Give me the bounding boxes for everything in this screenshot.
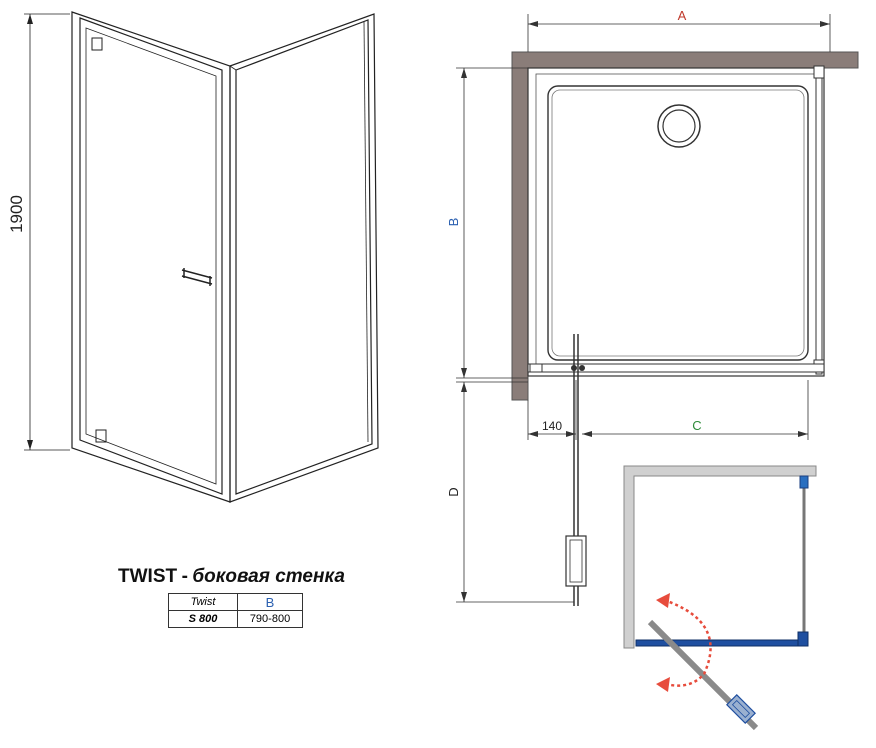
dimension-b-label: B (446, 218, 461, 227)
dimension-c (582, 380, 809, 440)
side-wall (229, 13, 379, 503)
title-separator: - (181, 566, 188, 587)
swing-schematic (623, 465, 817, 731)
dimension-a-label: A (678, 8, 687, 23)
schematic-wall (623, 465, 817, 649)
spec-table: Twist B S 800 790-800 (168, 593, 303, 628)
dimension-a (527, 14, 831, 52)
door-frame (71, 11, 231, 503)
drain-icon (657, 104, 701, 148)
product-name: TWIST (118, 566, 178, 587)
height-label: 1900 (7, 195, 26, 233)
top-hinge (91, 37, 103, 51)
bottom-hinge (95, 429, 107, 443)
swing-arrow-icon (656, 593, 712, 692)
side-profile-icon (799, 475, 809, 489)
dimension-b (456, 67, 528, 379)
table-header-model: Twist (168, 593, 238, 611)
dimension-140 (527, 380, 577, 440)
dimension-c-label: C (692, 418, 701, 433)
table-row: S 800 790-800 (168, 610, 303, 628)
dimension-d (456, 381, 574, 603)
table-header-row: Twist B (168, 593, 303, 611)
closed-door-panel (635, 639, 809, 647)
dimension-d-label: D (446, 487, 461, 496)
product-title: TWIST - боковая стенка (118, 566, 345, 588)
table-cell-range: 790-800 (237, 610, 303, 628)
door-handle[interactable] (181, 268, 213, 286)
table-header-b: B (237, 593, 303, 611)
dimension-140-label: 140 (542, 419, 562, 433)
height-dimension (24, 13, 70, 451)
product-subtitle: боковая стенка (192, 566, 345, 587)
swung-door-panel (647, 619, 759, 731)
table-cell-model: S 800 (168, 610, 238, 628)
perspective-view (24, 11, 379, 503)
plan-view: A B 140 C (446, 8, 859, 606)
open-door-plan (565, 334, 587, 606)
